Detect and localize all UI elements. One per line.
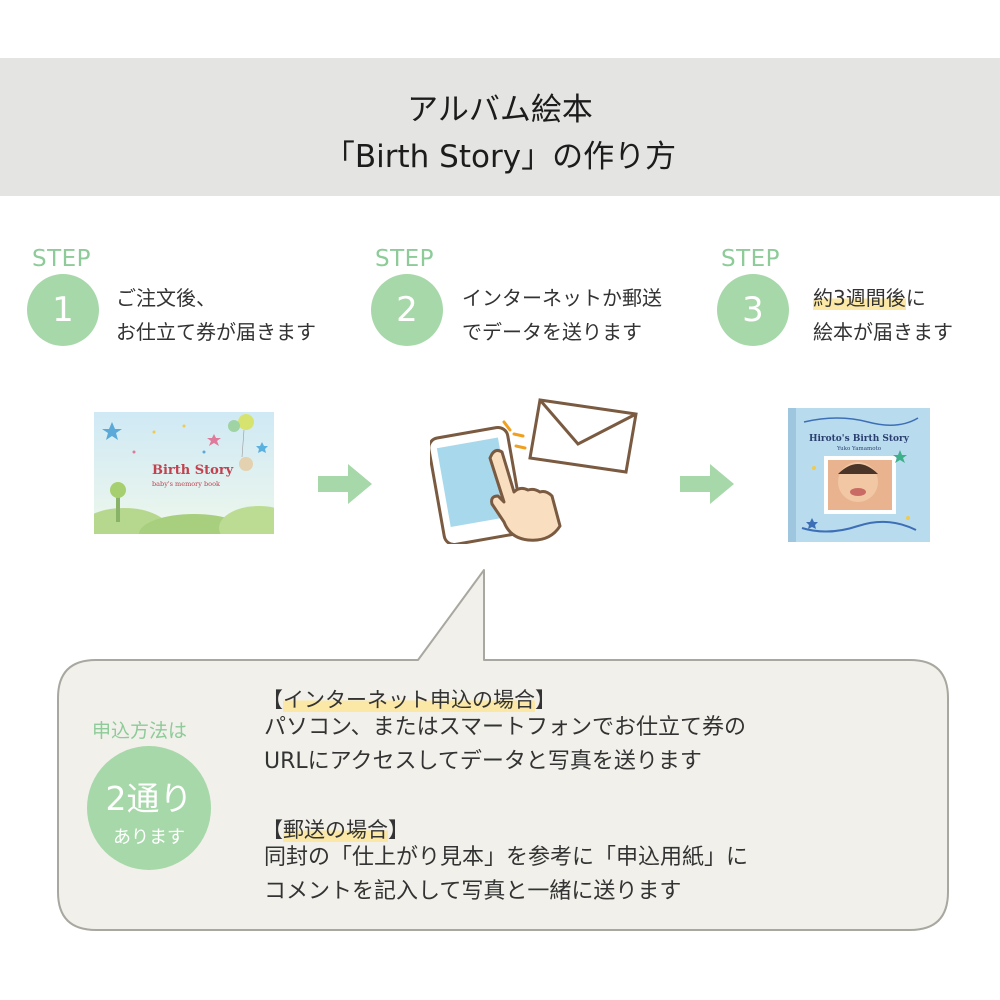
book-title: Hiroto's Birth Story — [809, 434, 910, 444]
method-count-suffix: あります — [113, 827, 185, 848]
step-3-line2: 絵本が届きます — [813, 320, 953, 344]
step-3-line1-rest: に — [905, 286, 926, 310]
smartphone-envelope-image — [427, 392, 644, 547]
internet-section-body: パソコン、またはスマートフォンでお仕立て券の URLにアクセスしてデータと写真を… — [264, 711, 746, 779]
mail-section-heading: 【郵送の場合】 — [262, 814, 409, 844]
method-count: 2通り — [105, 779, 193, 818]
step-1-number: 1 — [27, 274, 99, 346]
howto-label: 申込方法は — [92, 720, 188, 742]
pointing-hand-icon — [488, 448, 562, 542]
book-author: Yuko Yamamoto — [836, 446, 882, 452]
step-2-description: インターネットか郵送 でデータを送ります — [462, 281, 662, 349]
step-2-line2: でデータを送ります — [462, 320, 642, 344]
step-2-line1: インターネットか郵送 — [462, 286, 662, 310]
finished-book-image: Hiroto's Birth Story Yuko Yamamoto — [788, 408, 930, 542]
envelope-icon — [528, 398, 638, 474]
step-2-label: STEP — [375, 246, 435, 272]
step-1-line1: ご注文後、 — [116, 286, 216, 310]
step-1-description: ご注文後、 お仕立て券が届きます — [116, 281, 316, 349]
bracket-close: 】 — [388, 818, 409, 842]
bracket-close: 】 — [535, 688, 556, 712]
bracket-open: 【 — [262, 688, 283, 712]
step-1-label: STEP — [32, 246, 92, 272]
right-arrow-icon — [680, 464, 736, 508]
cover-subtitle: baby's memory book — [152, 480, 220, 488]
mail-section-body: 同封の「仕上がり見本」を参考に「申込用紙」に コメントを記入して写真と一緒に送り… — [264, 841, 748, 909]
step-3-line1: 約3週間後に — [813, 281, 953, 315]
internet-line1: パソコン、またはスマートフォンでお仕立て券の — [264, 715, 747, 740]
step-1-line2: お仕立て券が届きます — [116, 320, 316, 344]
mail-heading: 郵送の場合 — [283, 818, 388, 842]
internet-line2: URLにアクセスしてデータと写真を送ります — [264, 749, 702, 774]
page-title-line2: 「Birth Story」の作り方 — [323, 139, 677, 175]
step-2-number: 2 — [371, 274, 443, 346]
step-3-label: STEP — [721, 246, 781, 272]
cover-title: Birth Story — [152, 463, 234, 478]
page-title-line1: アルバム絵本 — [407, 92, 593, 128]
internet-heading: インターネット申込の場合 — [283, 688, 535, 712]
step-3-highlight: 約3週間後 — [813, 286, 906, 310]
bracket-open: 【 — [262, 818, 283, 842]
step-3-description: 約3週間後に 絵本が届きます — [813, 281, 953, 349]
mail-line2: コメントを記入して写真と一緒に送ります — [264, 879, 682, 904]
step-3-number: 3 — [717, 274, 789, 346]
title-banner — [0, 58, 1000, 196]
method-count-badge: 2通り あります — [87, 746, 211, 870]
internet-section-heading: 【インターネット申込の場合】 — [262, 684, 556, 714]
tap-lines-icon — [502, 420, 527, 450]
right-arrow-icon — [318, 464, 374, 508]
mail-line1: 同封の「仕上がり見本」を参考に「申込用紙」に — [264, 845, 749, 870]
